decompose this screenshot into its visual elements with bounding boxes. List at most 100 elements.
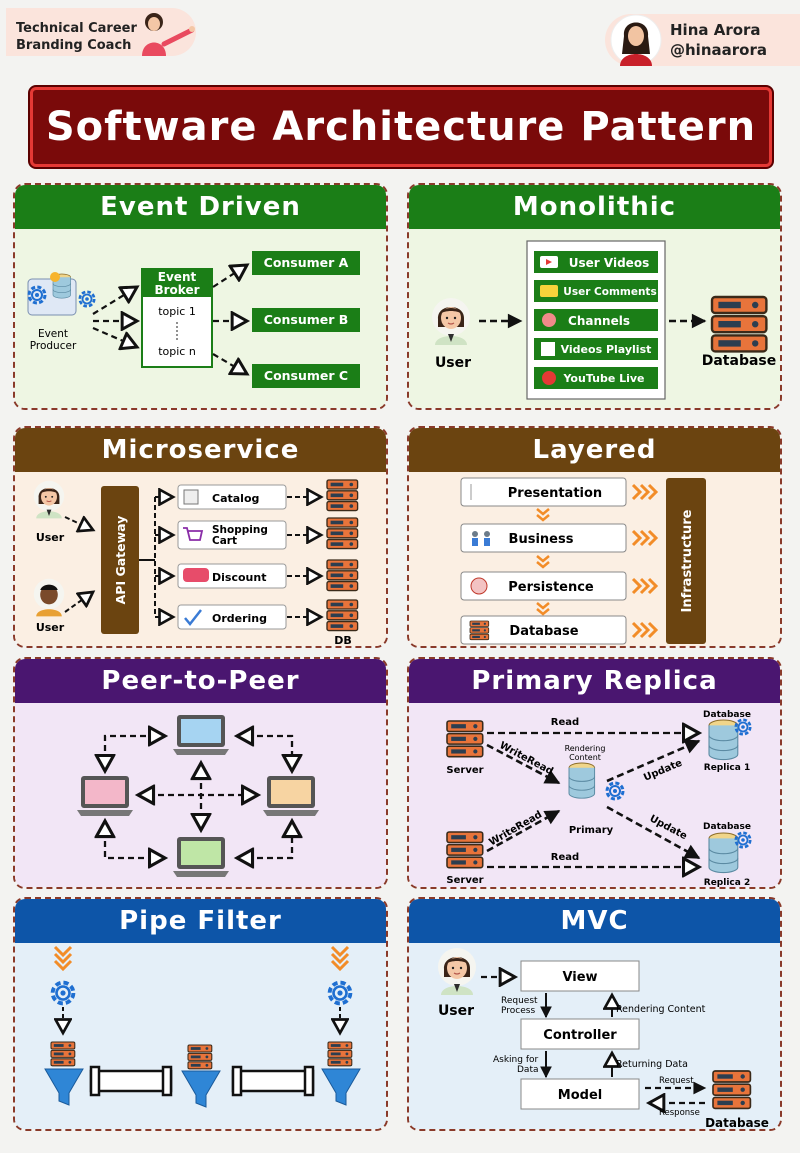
- broker-arrow-a: [212, 265, 247, 288]
- writeread-label-top: WriteRead: [497, 740, 554, 777]
- writeread-label-bottom: WriteRead: [487, 809, 544, 848]
- replica1-label: Replica 1: [704, 763, 750, 773]
- consumer-c-label: Consumer C: [264, 368, 348, 383]
- replica2-db-icon: [708, 832, 739, 874]
- module-user-comments: User Comments: [534, 280, 658, 302]
- layer-business: Business: [460, 523, 627, 553]
- service-label-2: Discount: [212, 571, 266, 584]
- user1-arrow: [64, 517, 93, 530]
- user-avatar-icon: [33, 578, 65, 617]
- server-icon: [446, 831, 484, 869]
- server-icon: [187, 1044, 213, 1070]
- module-channels: Channels: [534, 309, 658, 331]
- gear-icon: [327, 980, 353, 1006]
- consumer-b-box: [252, 308, 360, 332]
- primary-replica-title: Primary Replica: [409, 659, 780, 703]
- replica1-db-icon: [708, 719, 739, 761]
- coach-avatar: [142, 13, 195, 56]
- chevron-down-icon: [330, 945, 350, 972]
- pipe-filter-title: Pipe Filter: [15, 899, 386, 943]
- replica1-db-label: Database: [703, 710, 751, 720]
- mvc-db-label: Database: [705, 1116, 769, 1130]
- server-icon: [446, 720, 484, 758]
- page-title: Software Architecture Pattern: [45, 104, 757, 150]
- chevron-down-icon: [53, 945, 73, 972]
- module-label-1: User Comments: [563, 286, 656, 298]
- update-label-top: Update: [642, 758, 684, 784]
- laptop-icon: [263, 776, 319, 816]
- module-label-3: Videos Playlist: [561, 343, 652, 356]
- consumer-a-box: [252, 251, 360, 275]
- user-avatar-icon: [431, 297, 471, 346]
- brand-banner: [6, 8, 196, 56]
- model-box: [520, 1078, 640, 1110]
- mvc-user-label: User: [438, 1003, 474, 1019]
- pipe-icon: [89, 1065, 173, 1097]
- server-label-1: Server: [446, 765, 483, 776]
- infrastructure-label: Infrastructure: [680, 509, 695, 612]
- consumer-a-label: Consumer A: [264, 255, 349, 270]
- laptop-icon: [77, 776, 133, 816]
- service-catalog: Catalog: [177, 484, 287, 510]
- producer-arrow-3: [92, 326, 137, 347]
- request-label: Request: [659, 1076, 694, 1086]
- api-gateway-label: API Gateway: [113, 516, 128, 605]
- topic-n-label: topic n: [158, 345, 196, 358]
- layer-presentation: Presentation: [460, 477, 627, 507]
- author-info: Hina Arora @hinaarora: [670, 20, 767, 60]
- monolithic-user-label: User: [435, 355, 471, 371]
- server-icon: [326, 517, 359, 550]
- service-label-3: Ordering: [212, 612, 267, 625]
- gear-icon: [50, 980, 76, 1006]
- layer-label-2: Persistence: [508, 580, 594, 595]
- replica2-db-label: Database: [703, 822, 751, 832]
- layer-label-3: Database: [509, 624, 578, 639]
- event-driven-title: Event Driven: [15, 185, 386, 229]
- module-youtube-live: YouTube Live: [534, 367, 658, 389]
- monolithic-diagram: User User Videos User Comments Channels: [431, 240, 777, 400]
- monolithic-db-label: Database: [702, 353, 777, 369]
- read-label-top: Read: [551, 717, 579, 728]
- monolithic-title: Monolithic: [409, 185, 780, 229]
- producer-arrow-1: [92, 287, 137, 315]
- update-label-bottom: Update: [648, 813, 689, 842]
- layer-persistence: Persistence: [460, 571, 627, 601]
- microservice-panel: Microservice User User API Gateway: [13, 426, 388, 648]
- database-server-icon: [712, 1070, 752, 1110]
- controller-label: Controller: [543, 1028, 617, 1043]
- chevron-down-icon: [536, 508, 550, 616]
- layered-title: Layered: [409, 428, 780, 472]
- pipe-filter-panel: Pipe Filter: [13, 897, 388, 1131]
- server-icon: [326, 559, 359, 592]
- brand-text: Technical Career Branding Coach: [16, 20, 137, 54]
- module-label-2: Channels: [568, 314, 630, 328]
- broker-title-2: Broker: [154, 283, 199, 297]
- returning-data-label: Returning Data: [616, 1059, 688, 1070]
- rendering-content-label: Rendering Content: [616, 1004, 706, 1015]
- primary-replica-diagram: Server Server Read Read WriteRead WriteR…: [446, 710, 752, 887]
- topic-1-label: topic 1: [158, 305, 196, 318]
- microservice-diagram: User User API Gateway Catalog: [33, 479, 359, 646]
- pipe-icon: [231, 1065, 315, 1097]
- module-label-0: User Videos: [569, 256, 649, 270]
- server-icon: [326, 599, 359, 632]
- laptop-icon: [173, 715, 229, 755]
- p2p-title: Peer-to-Peer: [15, 659, 386, 703]
- layer-database: Database: [460, 615, 627, 645]
- p2p-panel: Peer-to-Peer: [13, 657, 388, 889]
- consumer-c-box: [252, 364, 360, 388]
- service-ordering: Ordering: [177, 604, 287, 630]
- module-videos-playlist: Videos Playlist: [534, 338, 658, 360]
- funnel-icon: [321, 1068, 361, 1106]
- monolithic-panel: Monolithic User User Videos User Comment…: [407, 183, 782, 410]
- author-name: Hina Arora: [670, 21, 761, 39]
- user-avatar-icon: [33, 480, 65, 519]
- event-producer-icon: [27, 272, 96, 316]
- layer-label-0: Presentation: [508, 486, 602, 501]
